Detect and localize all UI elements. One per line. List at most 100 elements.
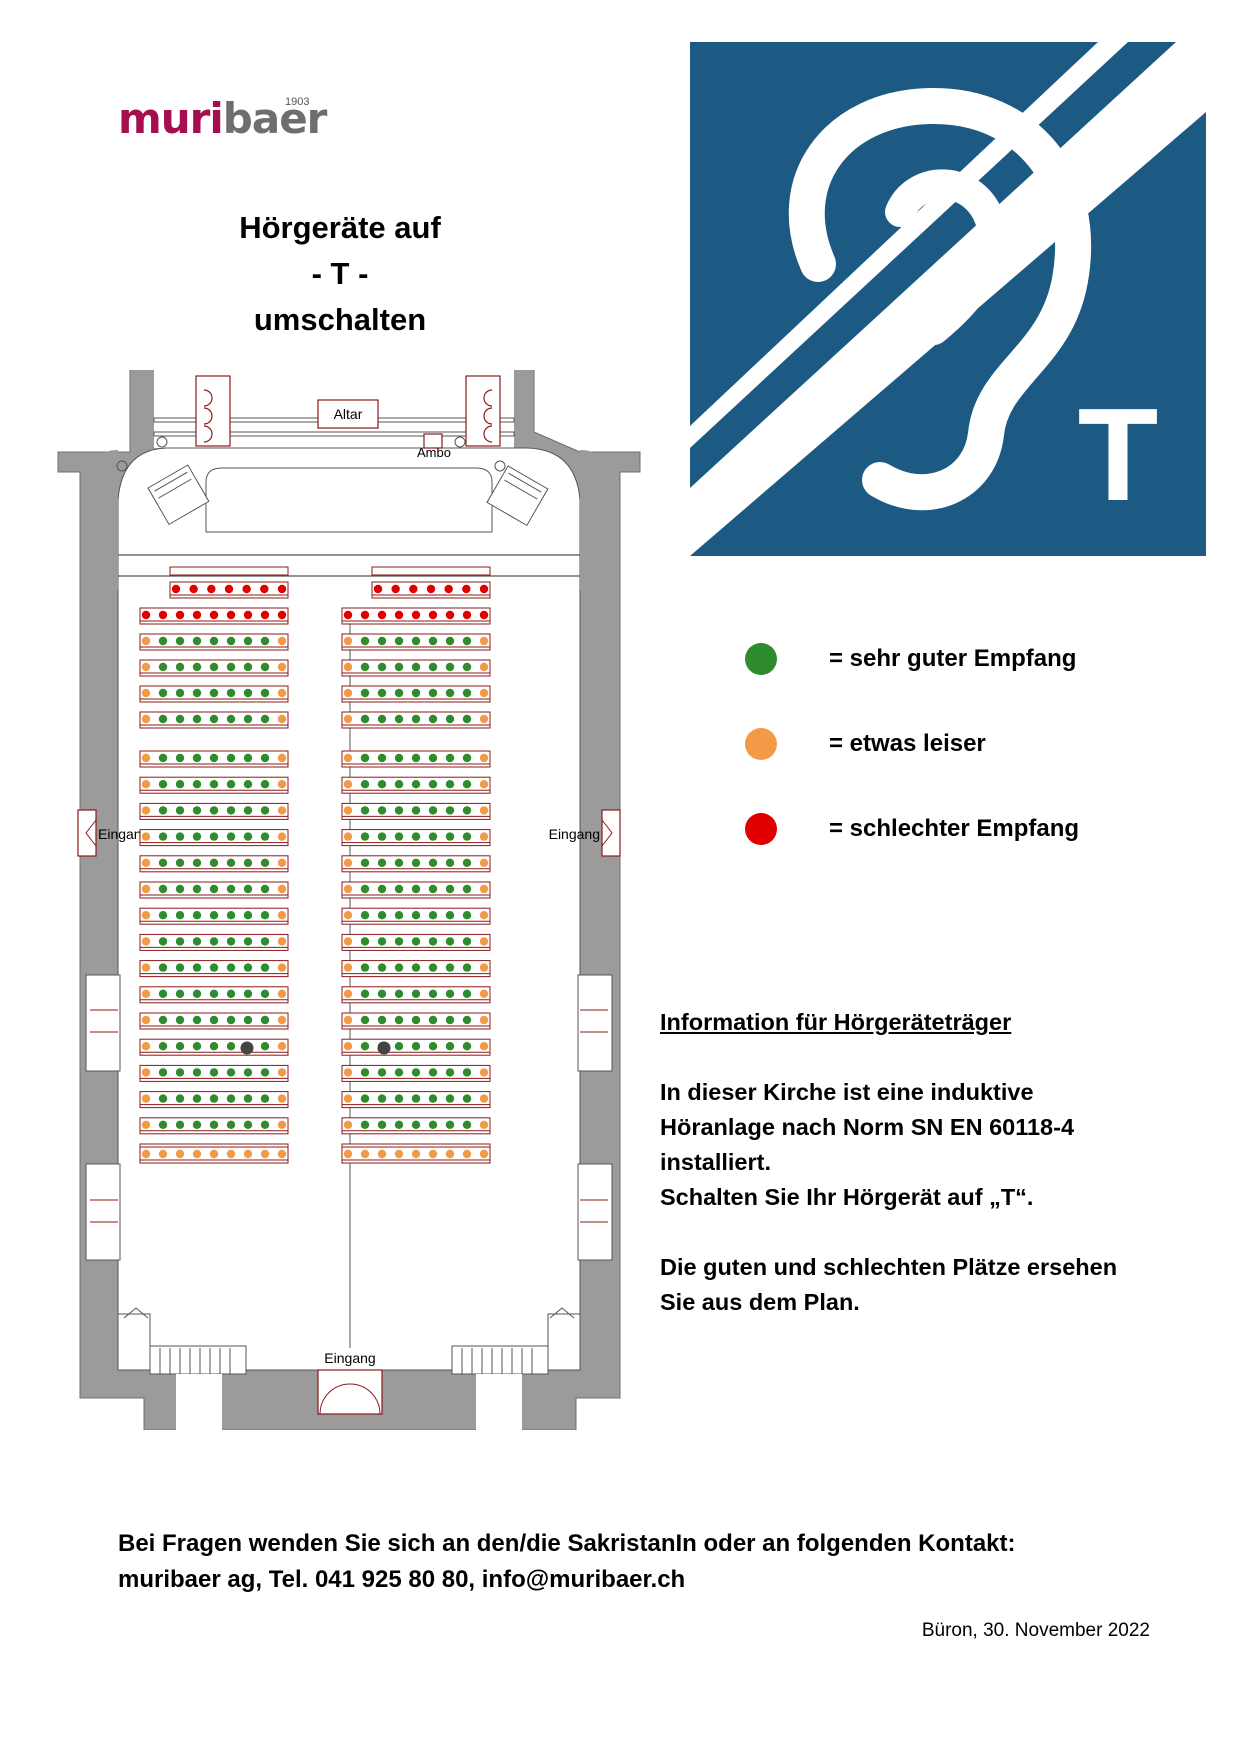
seat-dot [158, 753, 168, 763]
entrance-left-label: Eingang [98, 826, 149, 842]
seat-dot [411, 884, 421, 894]
seat-dot [189, 584, 198, 594]
seat-dot [394, 1120, 404, 1129]
seat-dot [141, 714, 151, 724]
seat-dot [360, 1149, 370, 1159]
left-pew-row [139, 685, 289, 703]
right-pew-row [371, 581, 491, 599]
seat-dot [394, 780, 404, 789]
seat-dot [226, 1068, 236, 1077]
entrance-right-label: Eingang [549, 826, 600, 842]
seat-dot [428, 688, 438, 698]
seat-dot [445, 1015, 455, 1025]
seat-dot [394, 662, 404, 672]
seat-dot [158, 688, 168, 698]
ambo-label: Ambo [417, 445, 451, 460]
seat-dot [479, 884, 489, 894]
left-pew-row [139, 633, 289, 651]
seat-dot [360, 806, 370, 815]
seat-dot [445, 714, 455, 724]
seat-dot [360, 937, 370, 946]
seat-dot [141, 780, 151, 789]
seat-dot [377, 753, 387, 763]
left-pew-row [139, 1012, 289, 1030]
right-pew-row [341, 802, 491, 820]
seat-dot [462, 636, 472, 646]
info-paragraph-line: In dieser Kirche ist eine induktive [660, 1079, 1034, 1105]
seat-dot [377, 688, 387, 698]
church-seating-plan: Altar Ambo Eingang Eingang Eingang [57, 370, 641, 1430]
seat-dot [158, 610, 168, 620]
seat-dot [343, 1149, 353, 1159]
seat-dot [343, 753, 353, 763]
seat-dot [141, 1015, 151, 1025]
seat-dot [141, 636, 151, 646]
seat-dot [444, 584, 453, 594]
seat-dot [209, 806, 219, 815]
seat-dot [192, 610, 202, 620]
seat-dot [462, 688, 472, 698]
seat-dot [158, 662, 168, 672]
seat-dot [226, 636, 236, 646]
legend-dot-bad [745, 813, 777, 845]
seat-dot [209, 610, 219, 620]
choir-steps [118, 554, 580, 577]
seat-dot [192, 911, 202, 920]
seat-dot [360, 1042, 370, 1051]
seat-dot [260, 806, 270, 815]
seat-dot [479, 1042, 489, 1051]
seat-dot [158, 937, 168, 946]
seat-dot [226, 688, 236, 698]
seat-dot [479, 636, 489, 646]
seat-dot [158, 963, 168, 972]
seat-dot [192, 806, 202, 815]
seat-dot [445, 911, 455, 920]
right-pew-row [341, 633, 491, 651]
seat-dot [445, 806, 455, 815]
seat-dot [394, 1068, 404, 1077]
seat-dot [428, 1042, 438, 1051]
seat-dot [377, 937, 387, 946]
seat-dot [479, 937, 489, 946]
ear-outer-curve [788, 87, 1092, 511]
seat-dot [243, 753, 253, 763]
seat-dot [175, 1015, 185, 1025]
seat-dot [141, 911, 151, 920]
ear-inner-curve [885, 169, 1008, 345]
seat-dot [158, 636, 168, 646]
seat-dot [428, 1149, 438, 1159]
footer-line-1: Bei Fragen wenden Sie sich an den/die Sa… [118, 1530, 1016, 1557]
seat-dot [175, 832, 185, 841]
seat-dot [192, 753, 202, 763]
seat-dot [243, 911, 253, 920]
ambo-box [423, 433, 443, 449]
seat-dot [462, 832, 472, 841]
seat-dot [175, 1120, 185, 1129]
seat-dot [158, 911, 168, 920]
seat-dot [243, 1149, 253, 1159]
seat-dot [411, 780, 421, 789]
seat-dot [428, 911, 438, 920]
seat-dot [343, 1120, 353, 1129]
seat-dot [462, 884, 472, 894]
seat-dot [479, 1015, 489, 1025]
seat-dot [209, 688, 219, 698]
seat-dot [209, 636, 219, 646]
seat-dot [428, 937, 438, 946]
seat-dot [158, 806, 168, 815]
seat-dot [141, 806, 151, 815]
seat-dot [462, 1149, 472, 1159]
seat-dot [343, 688, 353, 698]
seat-dot [226, 911, 236, 920]
heading-line-3: umschalten [253, 302, 427, 337]
seat-dot [175, 989, 185, 998]
choir-stall-left [147, 464, 210, 526]
seat-dot [479, 753, 489, 763]
right-pew-row [341, 881, 491, 899]
seat-dot [192, 662, 202, 672]
seat-dot [479, 1068, 489, 1077]
seat-dot [479, 806, 489, 815]
seat-dot [175, 937, 185, 946]
seat-dot [175, 1094, 185, 1103]
seat-dot [243, 1120, 253, 1129]
